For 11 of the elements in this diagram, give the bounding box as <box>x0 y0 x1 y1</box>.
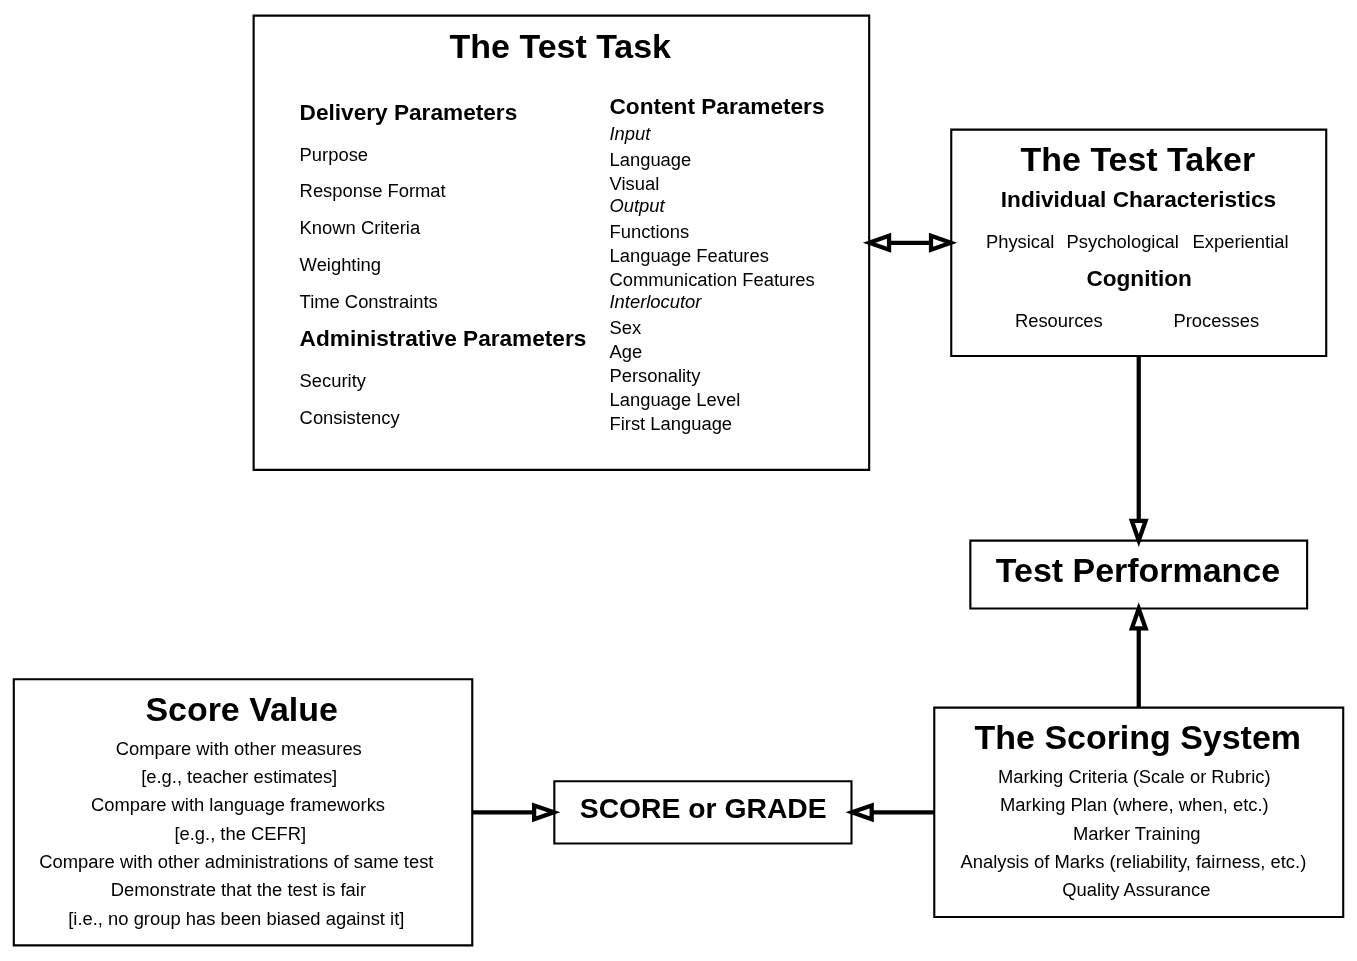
node-box: SCORE or GRADE <box>553 780 853 845</box>
arrow <box>472 802 561 823</box>
node-box: The Test Taker Individual Characteristics Physical Psychological Experiential Cognition Resources Processes <box>950 128 1328 358</box>
node-box: Score Value Compare with other measures [e.g., teacher estimates] Compare with language frameworks [e.g., the CEFR] Compare with other administrations of same test Demonstrate that the test is fair [i.e., no group has been biased against it] <box>12 678 474 947</box>
node-box: The Test Task Delivery Parameters Purpose Response Format Known Criteria Weighting Time Constraints Administrative Parameters Security Consistency Content Parameters Input Language Visual Output Functions Language Features Communication Features Interlocutor Sex Age Personality Language Level First Language <box>252 14 871 471</box>
arrow <box>845 802 935 823</box>
arrow <box>862 232 958 253</box>
arrow <box>1128 356 1149 547</box>
node-box: Test Performance <box>969 539 1309 610</box>
node-box: The Scoring System Marking Criteria (Scale or Rubric) Marking Plan (where, when, etc.) Marker Training Analysis of Marks (reliability, fairness, etc.) Quality Assurance <box>933 706 1345 919</box>
arrow <box>1128 602 1149 708</box>
